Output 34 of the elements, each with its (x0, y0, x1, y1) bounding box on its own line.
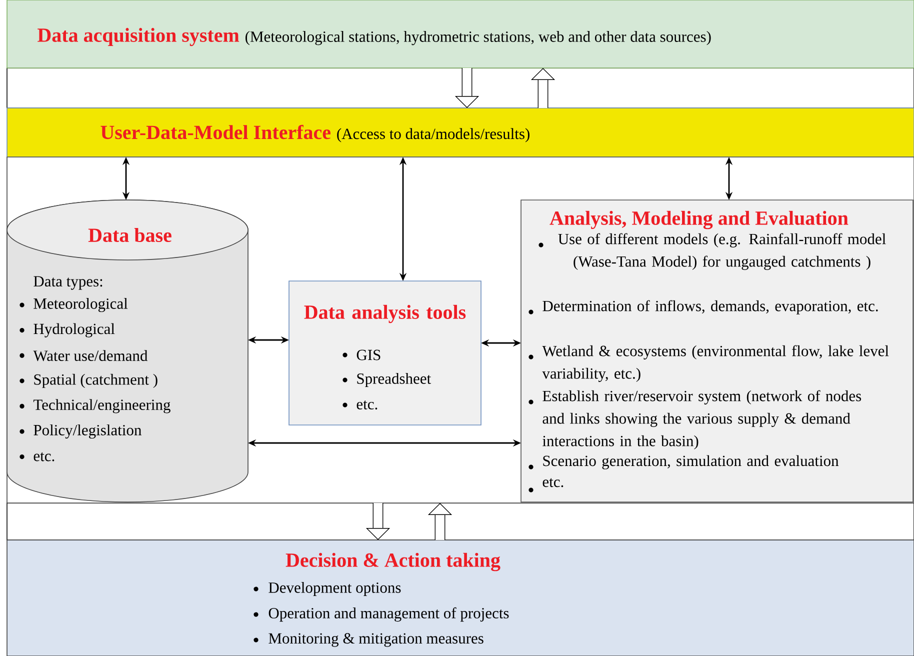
heading: Data analysis tools (304, 304, 466, 324)
bullet-item: Policy/legislation (20, 424, 142, 439)
heading: Analysis, Modeling and Evaluation (550, 210, 848, 230)
description: (Access to data/models/results) (337, 128, 530, 142)
list-label: Data types: (34, 276, 102, 290)
bullet-item: Spreadsheet (342, 372, 431, 388)
bullet-item: Hydrological (20, 323, 115, 338)
interface-band (6, 108, 914, 158)
bullet-item: etc. (20, 452, 54, 462)
bullet-item: Scenario generation, simulation and evaluation (528, 455, 839, 470)
bullet-item: Determination of inflows, demands, evaporation, etc. (528, 300, 878, 314)
bullet-item: etc. (528, 478, 564, 492)
heading: User-Data-Model Interface (100, 124, 330, 140)
acquisition-band (6, 0, 914, 68)
heading: Decision & Action taking (286, 552, 500, 572)
heading: Data acquisition system (38, 28, 240, 46)
bullet-item: Meteorological (20, 298, 128, 312)
bullet-item: Monitoring & mitigation measures (254, 633, 484, 647)
bullet-item: GIS (342, 350, 380, 360)
bullet-item: Establish river/reservoir system (network of nodes and links showing the various supply & demand interactions in the basin) (528, 390, 862, 450)
database-cylinder (6, 200, 248, 502)
bullet-item: Water use/demand (20, 350, 148, 362)
bullet-item: Use of different models (e.g. Rainfall-runoff model (Wase-Tana Model) for ungauged catchments ) (538, 233, 886, 270)
bullet-item: Operation and management of projects (254, 607, 509, 622)
bullet-item: Spatial (catchment ) (20, 374, 158, 388)
analysis-box (520, 200, 914, 502)
decision-band (6, 540, 914, 656)
bullet-item: etc. (342, 400, 378, 410)
description: (Meteorological stations, hydrometric stations, web and other data sources) (246, 31, 711, 46)
bullet-item: Wetland & ecosystems (environmental flow, lake level variability, etc.) (528, 345, 889, 382)
bullet-item: Development options (254, 582, 401, 596)
heading: Data base (88, 228, 172, 242)
bullet-item: Technical/engineering (20, 399, 170, 414)
tools-box (288, 280, 482, 426)
